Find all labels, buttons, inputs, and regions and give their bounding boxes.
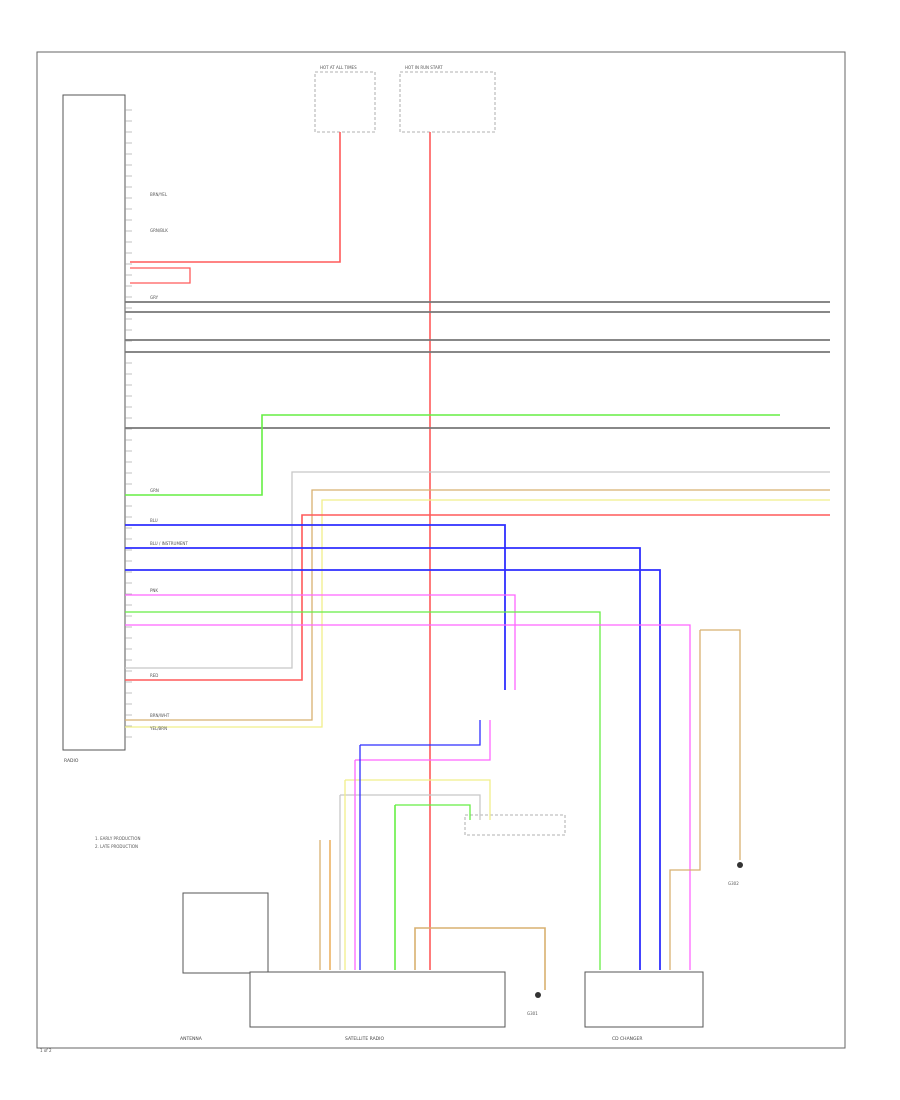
wire-blue-1 xyxy=(125,524,506,690)
wire-red-power-left xyxy=(130,132,341,263)
wire-blue-mid xyxy=(360,720,481,746)
wire-tan-1 xyxy=(125,489,830,721)
wire-blue-2 xyxy=(125,547,641,970)
wire-pink-1 xyxy=(125,594,516,690)
page-ref: 1 of 2 xyxy=(40,1048,52,1053)
diagram-frame xyxy=(36,51,846,1049)
wire-label-yellow: YEL/BRN xyxy=(149,726,167,731)
antenna-label: ANTENNA xyxy=(180,1036,203,1042)
ground-right-symbol xyxy=(737,862,743,868)
wire-green-2 xyxy=(125,611,601,970)
wire-yellow-mid xyxy=(345,779,491,820)
ground-mid-label: G301 xyxy=(527,1011,538,1016)
wire-label-red: RED xyxy=(150,673,158,678)
wire-label-green: GRN xyxy=(150,488,159,493)
wire-label-gray: GRY xyxy=(150,295,159,300)
fuse-right-label: HOT IN RUN START xyxy=(405,65,443,70)
satellite-radio-block xyxy=(249,971,506,1028)
cd-changer-block xyxy=(584,971,704,1028)
legend-item-1: 1. EARLY PRODUCTION xyxy=(95,836,140,841)
radio-label: RADIO xyxy=(64,758,79,764)
wire-red-right xyxy=(125,514,830,681)
wire-green-mid-2 xyxy=(395,804,471,820)
wire-label-radio-top: BRN/YEL xyxy=(150,192,168,197)
wire-label-pink: PNK xyxy=(150,588,158,593)
radio-block xyxy=(62,94,126,751)
wire-pink-2 xyxy=(125,624,691,970)
wire-label-blue-2: BLU / INSTRUMENT xyxy=(150,541,188,546)
antenna-frame xyxy=(182,892,269,974)
wire-pink-mid xyxy=(355,720,491,761)
wire-blue-3 xyxy=(125,569,661,970)
wire-yellow-1 xyxy=(125,499,830,728)
connector-mid xyxy=(464,814,566,836)
fuse-block-right xyxy=(399,71,496,133)
wire-ground-mid xyxy=(414,927,546,990)
legend-item-2: 2. LATE PRODUCTION xyxy=(95,844,138,849)
wire-red-loop xyxy=(130,267,191,284)
fuse-left-label: HOT AT ALL TIMES xyxy=(320,65,357,70)
ground-mid-symbol xyxy=(535,992,541,998)
ground-right-label: G302 xyxy=(728,881,739,886)
radio-pin-ticks xyxy=(125,109,132,738)
wire-label-blue: BLU xyxy=(150,518,158,523)
satellite-radio-label: SATELLITE RADIO xyxy=(345,1036,384,1042)
fuse-block-left xyxy=(314,71,376,133)
wire-tan-right-2 xyxy=(669,630,701,970)
wire-tan-right xyxy=(700,629,741,860)
wire-lightgray-mid xyxy=(340,794,481,820)
cd-changer-label: CD CHANGER xyxy=(612,1036,642,1042)
wire-label-tan: BRN/WHT xyxy=(150,713,170,718)
wire-label-radio-mid: GRN/BLK xyxy=(150,228,168,233)
wire-green-top xyxy=(125,414,720,496)
